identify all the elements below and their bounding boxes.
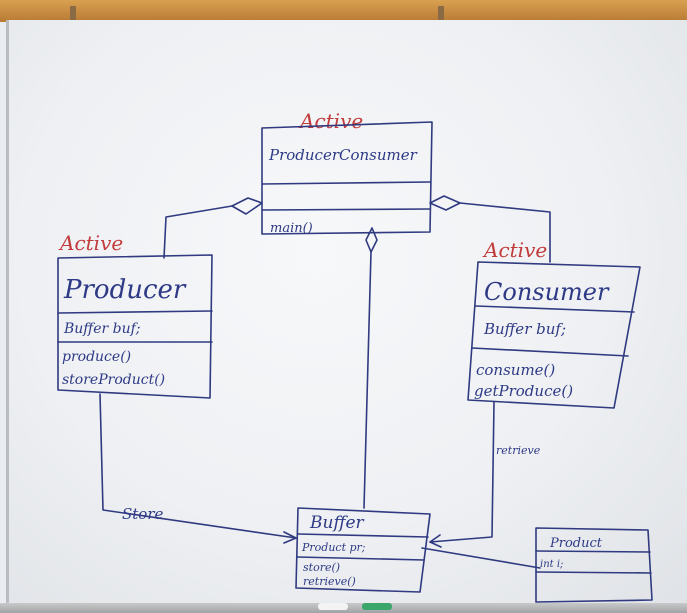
arrow-head [429,534,442,548]
class-box [535,527,653,603]
class-buffer: Buffer Product pr; store() retrieve() [295,507,431,593]
class-attribute: int i; [540,559,563,570]
class-box [295,507,431,593]
class-divider [57,310,213,314]
frame-clip [70,6,76,20]
class-consumer: Active Consumer Buffer buf; consume() ge… [467,238,641,409]
class-divider [296,556,425,561]
class-operation: storeProduct() [62,372,165,388]
association-line [163,205,233,259]
class-attribute: Buffer buf; [63,321,141,337]
class-operation: main() [270,221,313,236]
aggregation-diamond [365,227,378,253]
whiteboard-frame-top [0,0,687,22]
class-name: ProducerConsumer [268,146,418,164]
class-operation: getProduce() [474,382,573,400]
association-buffer-product [421,547,541,569]
marker-white [318,603,348,610]
class-divider [261,208,431,211]
class-producer: Active Producer Buffer buf; produce() st… [57,231,213,399]
class-attribute: Product pr; [301,541,366,554]
class-operation: retrieve() [303,575,356,588]
arrow-head [283,531,297,544]
class-attribute: Buffer buf; [483,320,566,338]
class-divider [261,181,431,185]
stereotype-label: Active [298,109,363,133]
association-label: Store [122,505,164,523]
aggregation-buffer [363,227,378,509]
class-name: Buffer [309,513,365,533]
stereotype-label: Active [482,238,547,262]
class-divider [471,347,629,357]
class-operation: produce() [62,349,131,365]
association-line [429,401,495,543]
stereotype-label: Active [58,231,123,255]
class-product: Product int i; [535,527,653,603]
class-operation: store() [303,561,340,574]
association-label: retrieve [496,444,541,457]
association-store: Store [99,393,297,544]
class-box [57,254,213,399]
aggregation-consumer [429,195,551,263]
class-divider [535,571,652,574]
aggregation-producer [163,197,263,259]
aggregation-diamond [429,195,461,211]
class-box [467,261,641,409]
association-retrieve: retrieve [429,401,541,548]
association-line [459,202,551,263]
class-name: Product [549,536,603,551]
frame-clip [438,6,444,20]
association-line [99,393,297,539]
class-operation: consume() [476,361,555,379]
class-divider [475,305,635,313]
marker-green [362,603,392,610]
class-box [261,121,433,235]
association-line [363,251,372,509]
class-divider [535,550,651,553]
class-name: Consumer [484,278,610,306]
class-divider [297,533,429,538]
class-name: Producer [63,275,187,305]
class-producer-consumer: Active ProducerConsumer main() [261,109,433,236]
aggregation-diamond [231,197,263,215]
